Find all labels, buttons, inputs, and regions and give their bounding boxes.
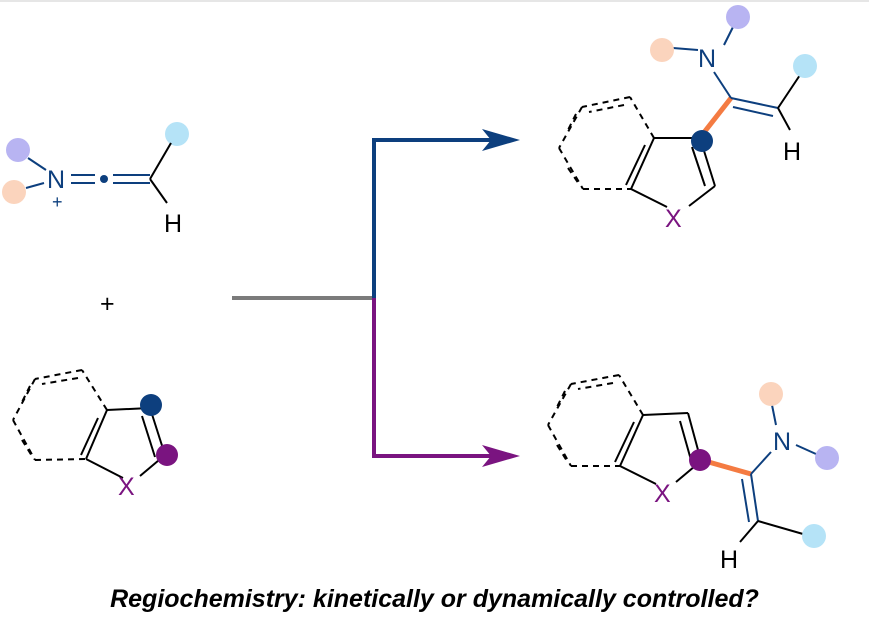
substituent-dot-lavender bbox=[6, 138, 30, 162]
arrow-to-c2-product bbox=[372, 298, 492, 458]
c2-dot-purple bbox=[156, 444, 178, 466]
bond-ring-x bbox=[85, 458, 124, 479]
bond-ring-x bbox=[630, 188, 668, 208]
substituent-dot-sky bbox=[165, 122, 189, 146]
bond-ring-x bbox=[619, 465, 657, 485]
heteroatom-x-label: X bbox=[654, 480, 671, 508]
bond-c-sky bbox=[149, 142, 172, 180]
bond-n-lavender bbox=[27, 157, 47, 171]
substituent-dot-sky bbox=[793, 54, 817, 78]
c2-product: X N H bbox=[547, 374, 839, 574]
fusion-bond-inner bbox=[625, 144, 646, 186]
bond-c3-c2-inner bbox=[679, 420, 692, 461]
fusion-bond bbox=[85, 409, 108, 460]
c3-dot-blue bbox=[691, 130, 713, 152]
fusion-bond-inner bbox=[80, 417, 99, 456]
bond-n-lavender bbox=[723, 24, 735, 46]
c3-product: X N H bbox=[558, 5, 817, 233]
fusion-bond bbox=[630, 137, 655, 190]
substituent-dot-lavender bbox=[815, 446, 839, 470]
bond-c3-c2-inner bbox=[141, 415, 156, 458]
benzo-ring bbox=[12, 369, 108, 461]
double-bond-cc bbox=[750, 473, 759, 522]
bond-n-peach bbox=[672, 47, 699, 51]
substituent-dot-sky bbox=[802, 524, 826, 548]
bond-n-peach bbox=[25, 182, 45, 189]
heteroatom-x-label: X bbox=[118, 473, 135, 501]
question-caption: Regiochemistry: kinetically or dynamical… bbox=[110, 585, 759, 613]
bond-c-sky bbox=[777, 74, 801, 109]
nitrogen-label: N bbox=[773, 428, 791, 456]
keteniminium-reactant: N + H bbox=[2, 122, 189, 238]
arrowhead-purple bbox=[482, 445, 520, 467]
bond-c3-c2-inner bbox=[691, 146, 706, 187]
plus-sign: + bbox=[100, 290, 115, 318]
double-bond-cc bbox=[730, 97, 779, 109]
bond-c-h bbox=[149, 178, 168, 204]
hydrogen-label: H bbox=[783, 138, 801, 166]
bond-c-h bbox=[739, 520, 759, 543]
c2-dot-purple bbox=[689, 449, 711, 471]
bond-c3a-c3 bbox=[642, 412, 689, 416]
reaction-arrows bbox=[232, 129, 520, 467]
benzo-ring bbox=[558, 96, 655, 190]
arrowhead-blue bbox=[482, 129, 520, 151]
benzo-ring bbox=[547, 374, 644, 467]
fusion-bond bbox=[619, 414, 644, 467]
bond-c-h bbox=[777, 107, 791, 131]
fusion-bond-inner bbox=[614, 421, 635, 463]
central-carbon-dot bbox=[100, 175, 108, 183]
charge-label: + bbox=[52, 192, 63, 212]
bond-c2-x bbox=[688, 185, 716, 207]
hydrogen-label: H bbox=[720, 546, 738, 574]
heteroarene-reactant: X bbox=[12, 369, 178, 501]
hydrogen-label: H bbox=[164, 210, 182, 238]
substituent-dot-peach bbox=[650, 38, 674, 62]
heteroatom-x-label: X bbox=[665, 205, 682, 233]
substituent-dot-peach bbox=[759, 382, 783, 406]
bond-c-n bbox=[750, 451, 772, 475]
double-bond-cc-inner bbox=[732, 106, 774, 117]
arrow-to-c3-product bbox=[372, 138, 492, 298]
substituent-dot-lavender bbox=[726, 5, 750, 29]
bond-n-lavender bbox=[795, 444, 817, 455]
new-cc-bond bbox=[700, 96, 733, 137]
substituent-dot-peach bbox=[2, 180, 26, 204]
bond-c-sky bbox=[757, 520, 804, 535]
bond-c-n bbox=[713, 71, 732, 99]
nitrogen-label: N bbox=[698, 45, 716, 73]
c3-dot-blue bbox=[140, 394, 162, 416]
double-bond-cc-inner bbox=[741, 478, 750, 523]
nitrogen-label: N bbox=[47, 166, 65, 194]
new-cc-bond bbox=[704, 458, 752, 477]
bond-n-peach bbox=[771, 404, 777, 426]
